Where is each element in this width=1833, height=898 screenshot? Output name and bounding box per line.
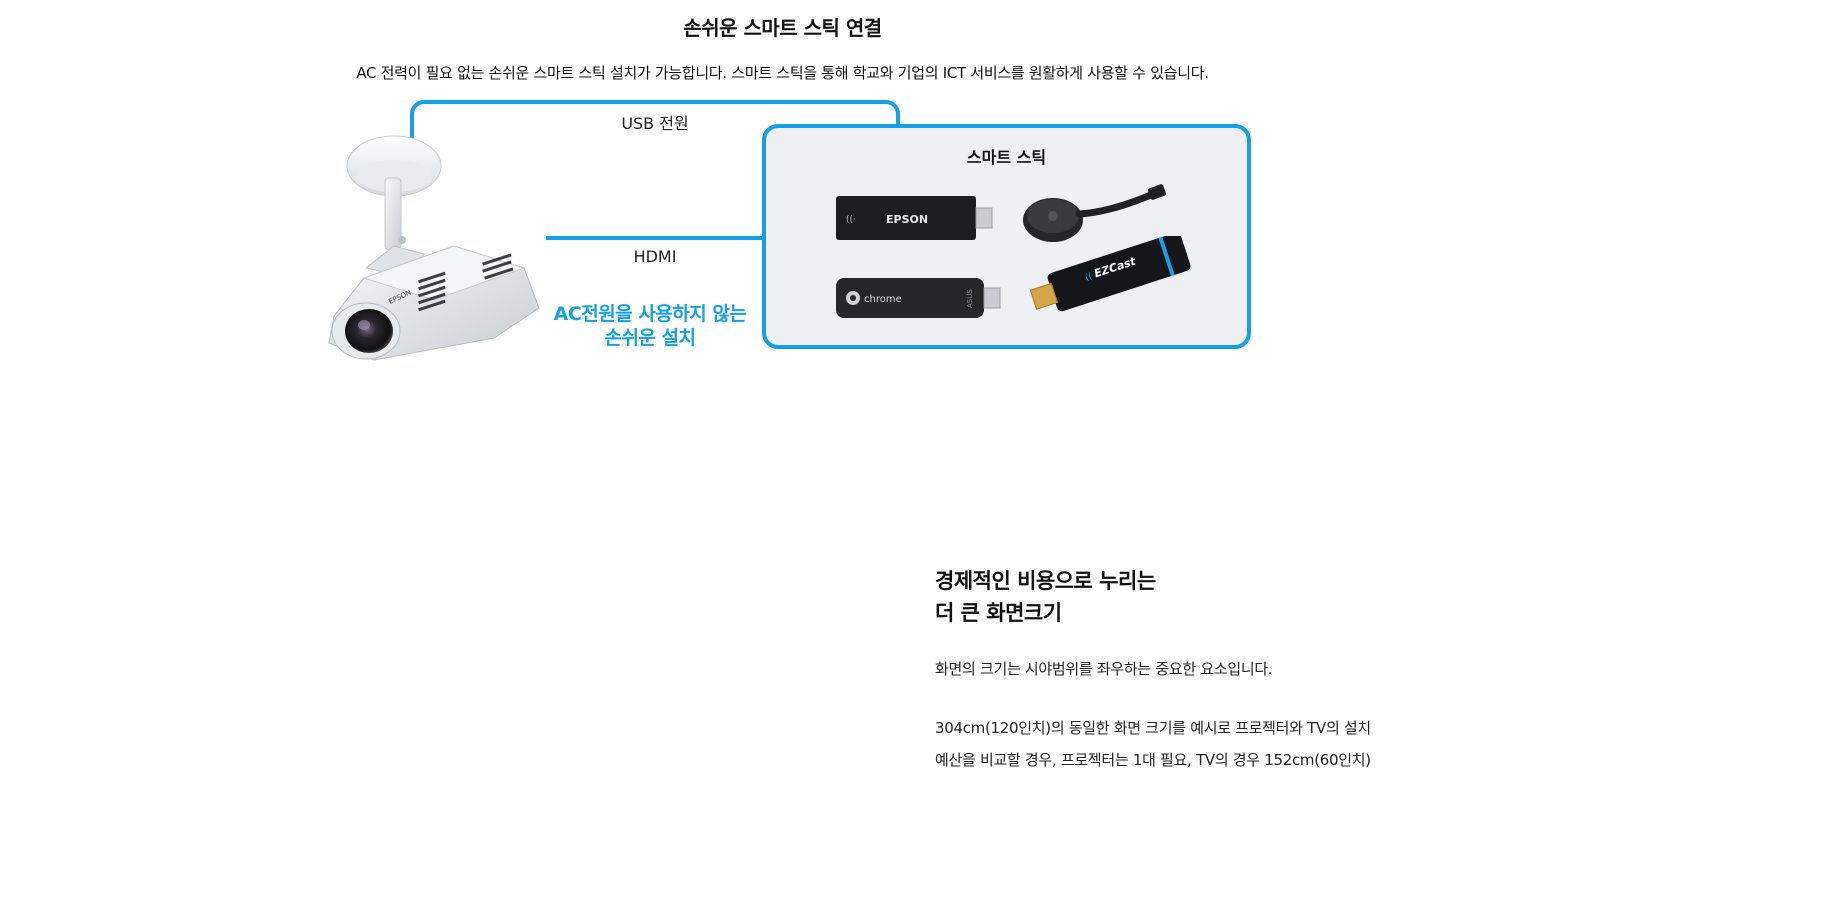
chrome-stick-brand: chrome: [864, 294, 902, 305]
epson-stick-image: ((· EPSON: [836, 196, 993, 240]
usb-power-line: [410, 100, 900, 140]
ac-label-line1: AC전원을 사용하지 않는: [553, 303, 747, 325]
feature-paragraph-2-line1: 304cm(120인치)의 동일한 화면 크기를 예시로 프로젝터와 TV의 설…: [935, 719, 1371, 737]
ac-label-line2: 손쉬운 설치: [604, 327, 696, 349]
hdmi-label: HDMI: [633, 247, 677, 266]
smart-stick-title: 스마트 스틱: [966, 148, 1047, 167]
hdmi-line: [546, 236, 764, 240]
ac-free-install-label: AC전원을 사용하지 않는 손쉬운 설치: [530, 302, 770, 350]
ezcast-stick-image: EZCast ((: [1029, 236, 1191, 312]
usb-power-label: USB 전원: [621, 114, 689, 133]
wifi-icon: ((·: [846, 215, 856, 225]
ceiling-projector-image: EPSON: [328, 135, 540, 361]
feature-title: 경제적인 비용으로 누리는 더 큰 화면크기: [935, 565, 1156, 629]
chrome-stick-image: chrome ASUS: [836, 278, 1001, 318]
section-title: 손쉬운 스마트 스틱 연결: [683, 16, 882, 40]
epson-stick-brand: EPSON: [886, 213, 928, 226]
smart-stick-box: 스마트 스틱 ((· EPSON chrome ASUS: [762, 124, 1251, 349]
section-description: AC 전력이 필요 없는 손쉬운 스마트 스틱 설치가 가능합니다. 스마트 스…: [356, 64, 1209, 82]
feature-paragraph-2: 304cm(120인치)의 동일한 화면 크기를 예시로 프로젝터와 TV의 설…: [935, 712, 1415, 776]
feature-paragraph-2-line2: 예산을 비교할 경우, 프로젝터는 1대 필요, TV의 경우 152cm(60…: [935, 751, 1371, 769]
feature-title-line2: 더 큰 화면크기: [935, 601, 1062, 625]
chromecast-image: [1023, 184, 1167, 242]
feature-title-line1: 경제적인 비용으로 누리는: [935, 569, 1156, 593]
connection-diagram: USB 전원 HDMI AC전원을 사용하지 않는 손쉬운 설치: [300, 92, 1280, 372]
feature-paragraph-1: 화면의 크기는 시야범위를 좌우하는 중요한 요소입니다.: [935, 660, 1273, 678]
asus-stick-brand: ASUS: [966, 289, 974, 308]
ezcast-wifi-icon: ((: [1084, 272, 1094, 284]
